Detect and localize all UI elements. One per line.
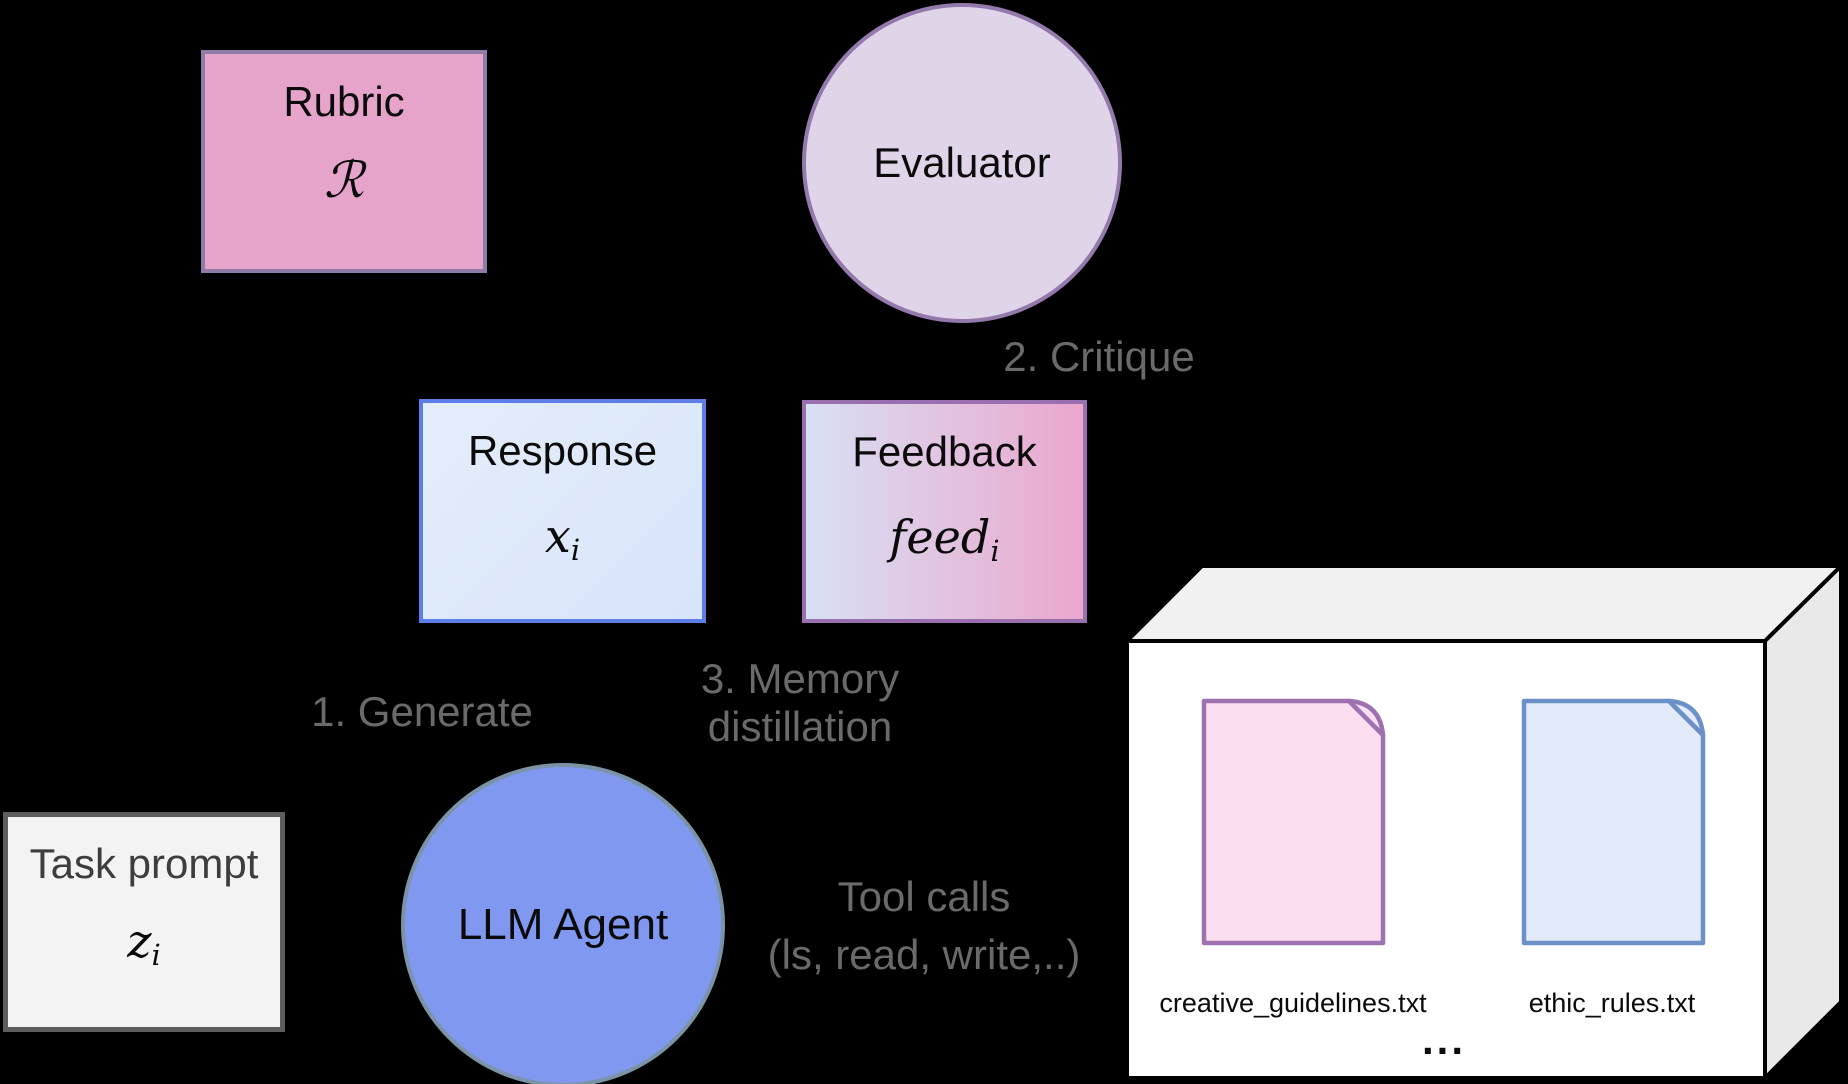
response-title: Response — [467, 427, 658, 474]
rubric-title: Rubric — [283, 78, 405, 125]
llm-agent-label: LLM Agent — [457, 900, 669, 949]
feedback-node: Feedback feedi — [802, 400, 1087, 623]
more-files-ellipsis: ... — [1421, 1016, 1466, 1063]
folded-corner-icon — [1346, 698, 1386, 738]
response-node: Response xi — [419, 399, 706, 623]
feedback-symbol: feedi — [889, 510, 1000, 568]
tool-calls-line2: (ls, read, write,..) — [767, 931, 1081, 978]
memory-distillation-edge-label: 3. Memory distillation — [620, 655, 980, 751]
memory-store-top-face — [1122, 564, 1846, 643]
memory-store-box — [1122, 561, 1846, 1083]
memory-distillation-line1: 3. Memory — [700, 655, 900, 702]
file-name-ethic-rules: ethic_rules.txt — [1528, 988, 1696, 1018]
file-icon-ethic-rules — [1521, 698, 1706, 946]
memory-distillation-line2: distillation — [707, 703, 893, 750]
folded-corner-icon — [1666, 698, 1706, 738]
rubric-node: Rubric ℛ — [201, 50, 487, 273]
task-prompt-title: Task prompt — [29, 840, 259, 887]
generate-edge-label: 1. Generate — [311, 688, 533, 735]
document-icon — [1201, 698, 1386, 946]
task-prompt-symbol: zi — [127, 914, 161, 972]
rubric-symbol: ℛ — [324, 151, 364, 209]
task-prompt-node: Task prompt zi — [3, 812, 285, 1032]
tool-calls-line1: Tool calls — [837, 873, 1011, 920]
file-icon-creative-guidelines — [1201, 698, 1386, 946]
document-icon — [1521, 698, 1706, 946]
llm-agent-node: LLM Agent — [401, 763, 725, 1084]
feedback-title: Feedback — [852, 428, 1037, 475]
critique-edge-label: 2. Critique — [1003, 333, 1195, 380]
tool-calls-edge-label: Tool calls (ls, read, write,..) — [694, 868, 1154, 984]
response-symbol: xi — [544, 509, 581, 567]
evaluator-label: Evaluator — [873, 139, 1051, 186]
file-name-creative-guidelines: creative_guidelines.txt — [1159, 988, 1427, 1018]
evaluator-node: Evaluator — [802, 3, 1122, 323]
